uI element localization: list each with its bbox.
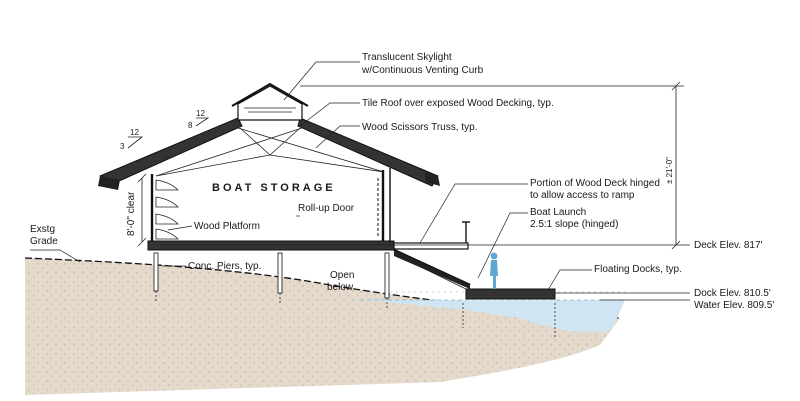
pitch-main-run: 12 xyxy=(196,109,205,118)
boat-launch-label-2: 2.5:1 slope (hinged) xyxy=(530,219,618,230)
open-below-label-1: Open xyxy=(330,270,354,281)
overall-height-label: ± 21'-0" xyxy=(665,157,674,184)
wood-deck-label-2: to allow access to ramp xyxy=(530,190,635,201)
dock-elev-label: Dock Elev. 810.5' xyxy=(694,288,771,299)
concrete-piers xyxy=(153,252,556,338)
clear-height-label: 8'-0" clear xyxy=(126,191,137,236)
dimensions xyxy=(137,81,690,301)
existing-grade-label-2: Grade xyxy=(30,236,58,247)
person-figure xyxy=(490,252,498,289)
boat-launch-ramp xyxy=(393,248,471,290)
skylight-label-1: Translucent Skylight xyxy=(362,52,452,63)
pitch-eave-run: 12 xyxy=(130,128,139,137)
skylight-label-2: w/Continuous Venting Curb xyxy=(361,65,484,76)
pitch-main-rise: 8 xyxy=(188,121,193,130)
floating-dock xyxy=(465,288,556,301)
labels: Translucent Skylight w/Continuous Ventin… xyxy=(30,52,774,311)
water-elev-label: Water Elev. 809.5' xyxy=(694,300,774,311)
wood-deck-label-1: Portion of Wood Deck hinged xyxy=(530,178,660,189)
scissors-truss-label: Wood Scissors Truss, typ. xyxy=(362,122,477,133)
boathouse-building xyxy=(98,82,470,251)
wood-platform-label: Wood Platform xyxy=(194,221,260,232)
rollup-door-label: Roll-up Door xyxy=(298,203,355,214)
floating-docks-label: Floating Docks, typ. xyxy=(594,264,682,275)
leader-lines xyxy=(30,61,592,291)
existing-grade-label-1: Exstg xyxy=(30,224,55,235)
pitch-eave-rise: 3 xyxy=(120,142,125,151)
open-below-label-2: below xyxy=(327,282,354,293)
ground xyxy=(24,257,621,395)
boat-storage-title: BOAT STORAGE xyxy=(212,182,336,194)
boat-launch-label-1: Boat Launch xyxy=(530,207,586,218)
roof-pitch-symbols xyxy=(127,117,210,149)
tile-roof-label: Tile Roof over exposed Wood Decking, typ… xyxy=(362,98,554,109)
conc-piers-label: Conc. Piers, typ. xyxy=(188,261,261,272)
deck-elev-label: Deck Elev. 817' xyxy=(694,240,763,251)
